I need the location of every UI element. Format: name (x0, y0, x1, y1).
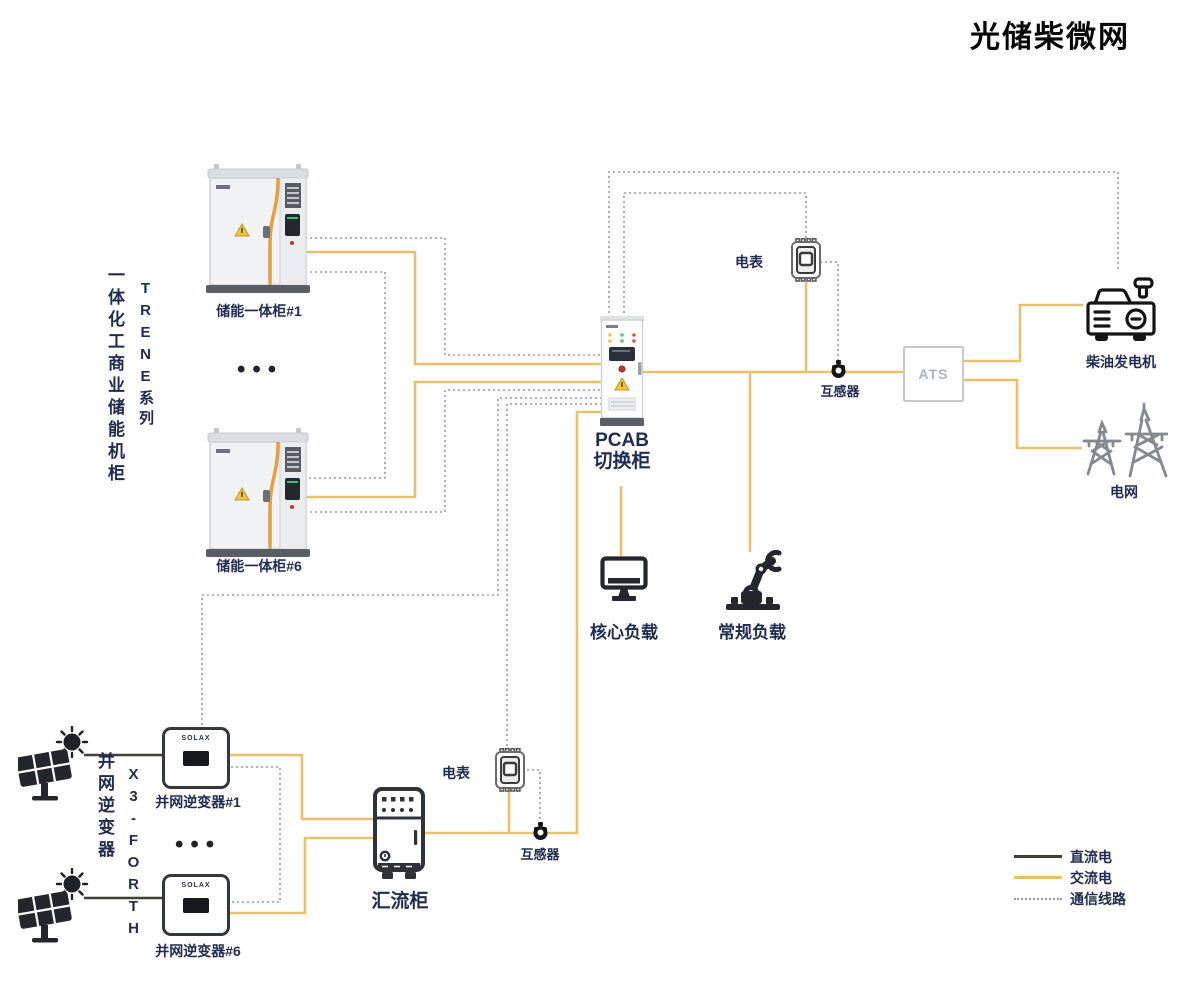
comm-pcab-to-meter-top (623, 192, 807, 318)
inverter6-label: 并网逆变器#6 (155, 943, 241, 959)
legend: 直流电 交流电 通信线路 (1014, 846, 1126, 909)
inverter6-screen (183, 898, 209, 913)
comm-pcab-to-inverter1 (201, 397, 602, 727)
ac-inverter1-to-combiner (226, 753, 373, 821)
inverter-series-label: X3-FORTH 并网逆变器 (92, 752, 142, 942)
page-title: 光储柴微网 (970, 21, 1130, 54)
regular-load-label: 常规负载 (718, 623, 786, 642)
cabinet1-label: 储能一体柜#1 (216, 303, 302, 319)
meter-top-icon (791, 238, 821, 282)
generator-label: 柴油发电机 (1086, 354, 1156, 370)
solar-panel2-icon (18, 868, 89, 943)
ac-line-label: 交流电 (1070, 869, 1112, 886)
ac-ats-to-generator (960, 303, 1083, 363)
combiner-cabinet-icon (373, 787, 425, 879)
dc-line-swatch (1014, 855, 1062, 858)
comm-pcab-to-generator (608, 171, 1119, 318)
comm-line-swatch (1014, 897, 1062, 900)
ac-pcab-to-combiner-bus (423, 410, 603, 835)
diesel-generator-icon (1086, 277, 1156, 341)
pcab-label-line1: PCAB (595, 430, 649, 451)
legend-row-comm: 通信线路 (1014, 888, 1126, 909)
dc-line-label: 直流电 (1070, 848, 1112, 865)
ct-top-icon (831, 360, 846, 378)
comm-pcab-to-meter-bottom (506, 403, 602, 750)
ac-inverter6-to-combiner (226, 836, 373, 915)
comm-cabinet1-to-cabinet6 (305, 271, 386, 479)
storage-series-name: TRENE系列 (137, 280, 154, 430)
inverter1-screen (183, 751, 209, 766)
comm-meter-bottom-to-ct-bottom (522, 769, 541, 824)
ct-bottom-icon (533, 822, 548, 840)
storage-cabinet6-icon (206, 428, 310, 557)
power-grid-icon (1082, 402, 1168, 478)
comm-cabinet1-to-pcab (305, 237, 602, 356)
ac-cabinet6-to-pcab (305, 380, 602, 499)
ats-label: ATS (918, 366, 949, 382)
inverter6-icon: SOLAX (162, 874, 230, 936)
legend-row-dc: 直流电 (1014, 846, 1126, 867)
inverter1-label: 并网逆变器#1 (155, 794, 241, 810)
cabinet6-label: 储能一体柜#6 (216, 558, 302, 574)
pcab-label-line2: 切换柜 (593, 451, 651, 472)
storage-series-label: TRENE系列 一体化工商业储能机柜 (102, 266, 156, 486)
ac-line-swatch (1014, 876, 1062, 879)
meter-top-label: 电表 (735, 254, 763, 270)
comm-line-label: 通信线路 (1070, 890, 1126, 907)
comm-meter-top-to-ct-top (820, 261, 839, 360)
cabinet-ellipsis: ••• (237, 356, 284, 383)
ac-ats-to-grid (960, 378, 1082, 450)
comm-cabinet6-to-pcab (305, 389, 602, 513)
inverter-series-desc: 并网逆变器 (95, 752, 114, 862)
core-load-label: 核心负载 (590, 623, 658, 642)
inverter-series-name: X3-FORTH (125, 766, 142, 942)
ats-box: ATS (903, 346, 964, 402)
storage-cabinet1-icon (206, 164, 310, 293)
core-load-icon (600, 556, 648, 601)
ct-top-label: 互感器 (820, 384, 860, 399)
inverter1-logo: SOLAX (181, 735, 211, 742)
grid-label: 电网 (1110, 484, 1138, 500)
meter-bottom-icon (495, 748, 525, 792)
ct-bottom-label: 互感器 (520, 847, 560, 862)
ac-cabinet1-to-pcab (305, 250, 602, 366)
meter-bottom-label: 电表 (442, 765, 470, 781)
regular-load-icon (726, 550, 782, 610)
combiner-label: 汇流柜 (371, 891, 429, 912)
storage-series-desc: 一体化工商业储能机柜 (105, 266, 124, 486)
pcab-cabinet-icon (600, 316, 644, 426)
inverter-ellipsis: ••• (175, 831, 222, 858)
solar-panel1-icon (18, 726, 89, 801)
inverter6-logo: SOLAX (181, 882, 211, 889)
inverter1-icon: SOLAX (162, 727, 230, 789)
comm-inverter1-to-inverter6 (226, 766, 281, 903)
legend-row-ac: 交流电 (1014, 867, 1126, 888)
pcab-label: PCAB 切换柜 (572, 430, 672, 472)
